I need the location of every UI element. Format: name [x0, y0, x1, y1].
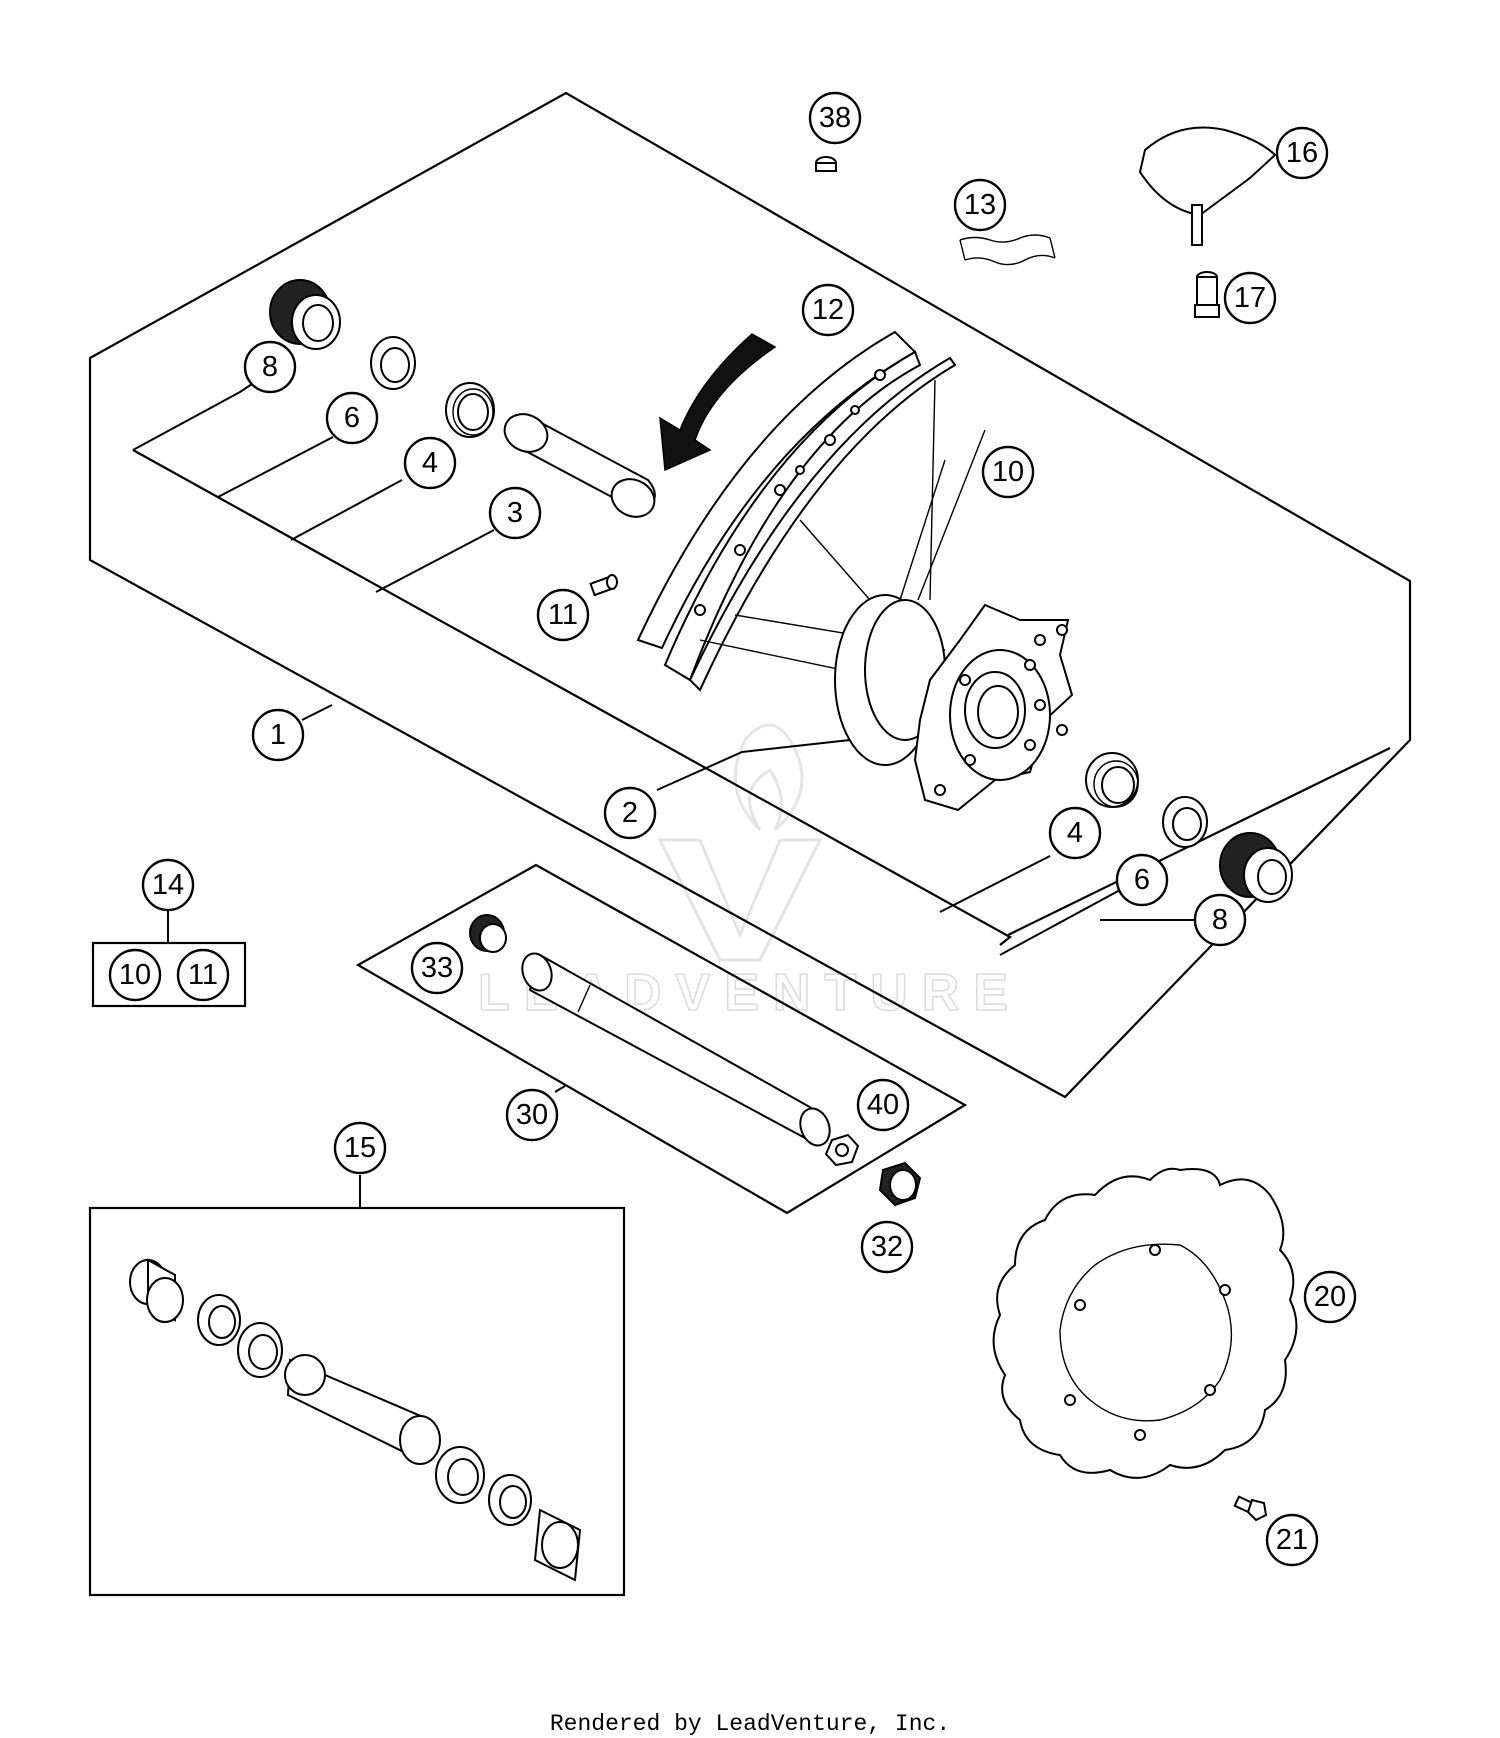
part-bearing-4-left [445, 382, 495, 438]
part-spacer-sleeve-3 [503, 413, 656, 518]
footer-credit: Rendered by LeadVenture, Inc. [550, 1711, 950, 1737]
callout-15-label: 15 [344, 1132, 376, 1164]
part-cap-38 [815, 156, 837, 172]
callout-13-label: 13 [964, 189, 996, 221]
part-nut-40 [824, 1133, 860, 1167]
part-spacer-8-left [269, 279, 341, 350]
leader-1 [301, 704, 333, 721]
callout-20[interactable]: 20 [1303, 1270, 1357, 1324]
callout-12-label: 12 [812, 294, 844, 326]
part-bushing-33 [469, 914, 507, 953]
callout-14-label: 14 [152, 869, 184, 901]
kit-15-box [88, 1206, 626, 1597]
callout-6a[interactable]: 6 [325, 391, 379, 445]
callout-6b-label: 6 [1134, 864, 1150, 896]
part-hub-2 [834, 594, 1074, 812]
callout-2[interactable]: 2 [603, 786, 657, 840]
callout-16[interactable]: 16 [1275, 126, 1329, 180]
part-seal-6-left [370, 336, 416, 390]
callout-33[interactable]: 33 [410, 941, 464, 995]
callout-32-label: 32 [871, 1231, 903, 1263]
wheel-assembly-inner-line [132, 449, 1012, 946]
callout-13[interactable]: 13 [953, 178, 1007, 232]
part-rim-lock-16 [1138, 126, 1277, 246]
callout-8a-label: 8 [262, 351, 278, 383]
callout-1[interactable]: 1 [251, 708, 305, 762]
callout-2-label: 2 [622, 797, 638, 829]
callout-21[interactable]: 21 [1265, 1513, 1319, 1567]
callout-21-label: 21 [1276, 1524, 1308, 1556]
axle-group-outline [355, 863, 968, 1215]
callout-11a[interactable]: 11 [536, 588, 590, 642]
callout-38-label: 38 [819, 102, 851, 134]
part-axle-nut-32 [878, 1161, 922, 1207]
callout-17[interactable]: 17 [1223, 271, 1277, 325]
callout-40[interactable]: 40 [856, 1078, 910, 1132]
watermark-v-icon [657, 838, 823, 962]
callout-3[interactable]: 3 [488, 486, 542, 540]
part-seal-6-right [1162, 796, 1208, 848]
callout-8a[interactable]: 8 [243, 340, 297, 394]
wheel-assembly-outline [88, 91, 1412, 1099]
callout-30-label: 30 [516, 1099, 548, 1131]
leader-6a [217, 436, 334, 498]
callout-8b-label: 8 [1212, 904, 1228, 936]
callout-11a-label: 11 [548, 599, 578, 631]
part-rim-12 [636, 330, 957, 692]
callout-32[interactable]: 32 [860, 1220, 914, 1274]
part-brake-disc-20 [992, 1167, 1298, 1479]
callout-8b[interactable]: 8 [1193, 893, 1247, 947]
callout-4b[interactable]: 4 [1048, 806, 1102, 860]
callout-12[interactable]: 12 [801, 283, 855, 337]
callout-3-label: 3 [507, 497, 523, 529]
callout-10a[interactable]: 10 [981, 445, 1035, 499]
callout-33-label: 33 [421, 952, 453, 984]
leader-8a [132, 379, 259, 451]
rotation-direction-arrow-icon [659, 333, 777, 472]
leader-30 [554, 1085, 566, 1093]
leader-4a [290, 479, 403, 541]
callout-4a[interactable]: 4 [403, 436, 457, 490]
callout-40-label: 40 [867, 1089, 899, 1121]
callout-4a-label: 4 [422, 447, 438, 479]
callout-6b[interactable]: 6 [1115, 853, 1169, 907]
part-axle-30 [521, 952, 831, 1147]
callout-20-label: 20 [1314, 1281, 1346, 1313]
callout-15[interactable]: 15 [333, 1121, 387, 1175]
part-nut-17 [1194, 271, 1220, 318]
callout-38[interactable]: 38 [808, 91, 862, 145]
callout-1-label: 1 [270, 719, 286, 751]
part-nipple-11-top [589, 574, 618, 597]
leader-3 [375, 529, 495, 593]
part-bolt-21 [1233, 1495, 1268, 1522]
part-bearing-4-right [1085, 752, 1139, 808]
watermark-flame-icon [733, 723, 804, 832]
callout-11b[interactable]: 11 [176, 948, 230, 1002]
callout-16-label: 16 [1286, 137, 1318, 169]
kit-15-parts [129, 1258, 582, 1582]
leader-6b [999, 889, 1121, 956]
callout-10b-label: 10 [119, 959, 151, 991]
callout-6a-label: 6 [344, 402, 360, 434]
callout-11b-label: 11 [188, 959, 218, 991]
callout-4b-label: 4 [1067, 817, 1083, 849]
leader-4b [939, 855, 1051, 913]
callout-30[interactable]: 30 [505, 1088, 559, 1142]
leader-2 [656, 739, 851, 791]
callout-10a-label: 10 [992, 456, 1024, 488]
callout-17-label: 17 [1234, 282, 1266, 314]
part-rim-tape-13 [959, 234, 1056, 266]
callout-10b[interactable]: 10 [108, 948, 162, 1002]
callout-14[interactable]: 14 [141, 858, 195, 912]
part-spacer-8-right [1219, 832, 1293, 903]
